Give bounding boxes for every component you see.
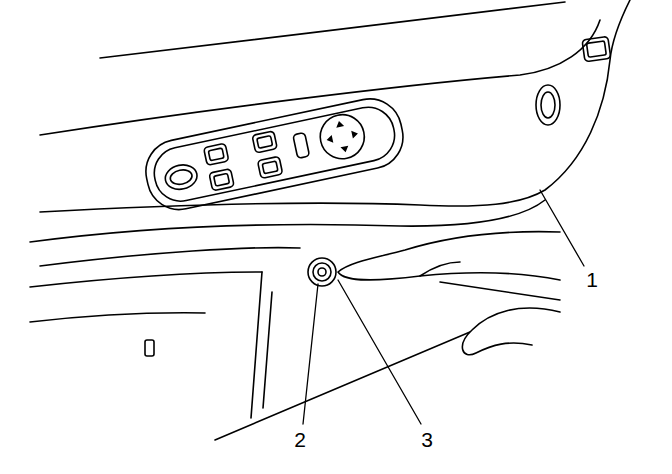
- callout-number: 2: [291, 428, 309, 451]
- callout-number: 3: [418, 428, 436, 451]
- door-trim-panel: [30, 0, 630, 440]
- callout-number: 1: [583, 268, 601, 291]
- memory-seat-button: [582, 36, 611, 61]
- hand: [338, 232, 560, 355]
- switch-bezel: [140, 93, 409, 216]
- lock-knob: [308, 258, 336, 286]
- leader-lines: [303, 190, 584, 424]
